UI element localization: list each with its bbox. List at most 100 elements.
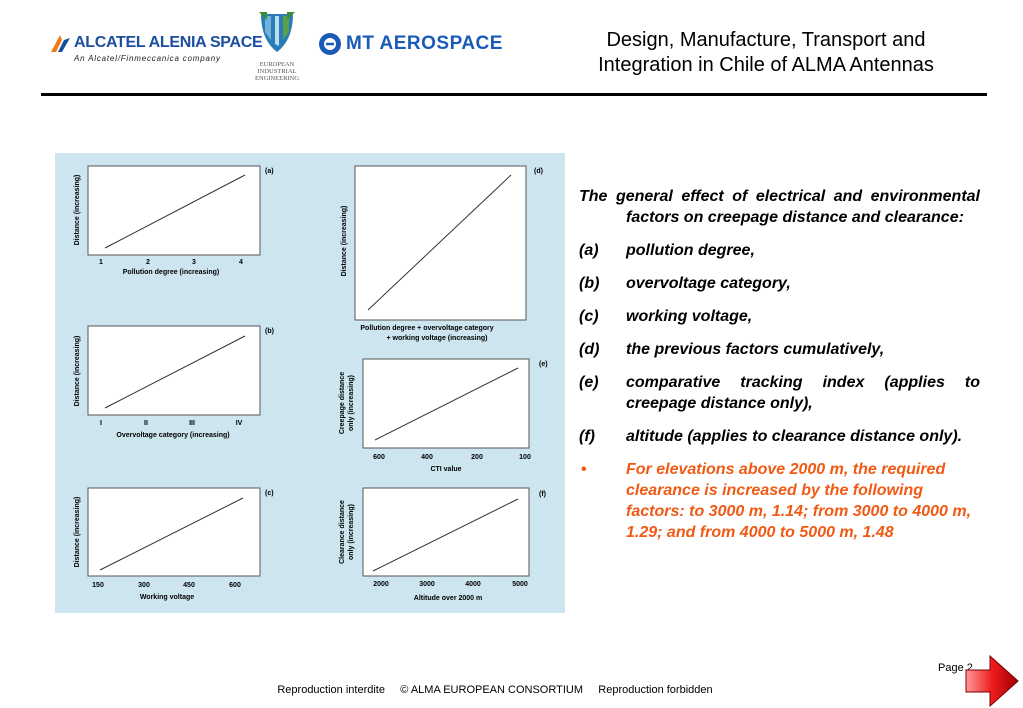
mt-aerospace-emblem-icon	[319, 33, 341, 55]
factor-label-d: (d)	[579, 341, 600, 358]
panel-e-tick-4: 100	[519, 454, 531, 461]
slide-title-line2: Integration in Chile of ALMA Antennas	[598, 54, 934, 76]
creepage-clearance-figure: (a) Distance (increasing) 1 2 3 4 Pollut…	[55, 153, 565, 613]
elevation-note-text: For elevations above 2000 m, the require…	[626, 461, 972, 541]
factor-item-b: (b) overvoltage category,	[579, 273, 980, 294]
panel-e-plot-area	[362, 358, 530, 449]
header-divider	[41, 93, 987, 96]
factor-label-a: (a)	[579, 242, 599, 259]
panel-b-plot-area	[87, 325, 261, 416]
alcatel-logo-tagline: An Alcatel/Finmeccanica company	[74, 54, 221, 63]
panel-b: (b) Distance (increasing) I II III IV Ov…	[74, 325, 274, 439]
factor-item-e: (e) comparative tracking index (applies …	[579, 372, 980, 414]
factor-label-b: (b)	[579, 275, 600, 292]
alcatel-alenia-space-logo: ALCATEL ALENIA SPACE An Alcatel/Finmecca…	[48, 30, 263, 70]
slide-title-line1: Design, Manufacture, Transport and	[606, 29, 926, 51]
panel-c-tick-1: 150	[92, 582, 104, 589]
footer-line: Reproduction interdite © ALMA EUROPEAN C…	[0, 684, 990, 696]
factor-text-d: the previous factors cumulatively,	[626, 341, 885, 358]
factor-text-f: altitude (applies to clearance distance …	[626, 428, 963, 445]
mt-aerospace-logo: MT AEROSPACE	[318, 31, 518, 57]
panel-c-xlabel: Working voltage	[140, 594, 194, 601]
panel-e-tick-2: 400	[421, 454, 433, 461]
panel-d-tag: (d)	[534, 168, 543, 175]
eie-logo-line1: EUROPEAN	[259, 61, 295, 68]
factor-item-f: (f) altitude (applies to clearance dista…	[579, 426, 980, 447]
panel-b-tick-2: II	[144, 420, 148, 427]
factor-item-a: (a) pollution degree,	[579, 240, 980, 261]
footer-copyright: © ALMA EUROPEAN CONSORTIUM	[400, 684, 583, 696]
panel-b-tick-4: IV	[236, 420, 243, 427]
panel-f-xlabel: Altitude over 2000 m	[414, 595, 482, 602]
factor-text-a: pollution degree,	[626, 242, 755, 259]
next-page-arrow-icon[interactable]	[960, 654, 1020, 708]
panel-b-ylabel: Distance (increasing)	[74, 336, 81, 407]
panel-e-ylabel-line2: only (increasing)	[348, 375, 355, 431]
panel-b-tick-1: I	[100, 420, 102, 427]
panel-f-trend-line	[372, 498, 519, 572]
panel-f-tag: (f)	[539, 491, 546, 498]
panel-a-tick-2: 2	[146, 259, 150, 266]
panel-a-trend-line	[104, 174, 246, 249]
panel-f-tick-1: 2000	[373, 581, 389, 588]
panel-a-ylabel: Distance (increasing)	[74, 175, 81, 246]
panel-e-trend-line	[374, 367, 519, 441]
panel-a-tick-3: 3	[192, 259, 196, 266]
factor-item-c: (c) working voltage,	[579, 306, 980, 327]
factor-item-d: (d) the previous factors cumulatively,	[579, 339, 980, 360]
panel-c: (c) Distance (increasing) 150 300 450 60…	[74, 487, 274, 601]
panel-e-tag: (e)	[539, 361, 548, 368]
factor-label-e: (e)	[579, 374, 599, 391]
panel-f-tick-3: 4000	[465, 581, 481, 588]
panel-c-ylabel: Distance (increasing)	[74, 497, 81, 568]
panel-c-tick-4: 600	[229, 582, 241, 589]
panel-e-tick-1: 600	[373, 454, 385, 461]
panel-a: (a) Distance (increasing) 1 2 3 4 Pollut…	[74, 165, 274, 276]
factor-text-e: comparative tracking index (applies to c…	[626, 374, 980, 412]
panel-c-tick-3: 450	[183, 582, 195, 589]
panel-e: (e) Creepage distance only (increasing) …	[339, 358, 548, 473]
eie-logo-line2: INDUSTRIAL	[257, 68, 297, 75]
eie-emblem-icon	[259, 12, 295, 52]
factor-text-b: overvoltage category,	[626, 275, 791, 292]
alcatel-logo-name: ALCATEL ALENIA SPACE	[74, 34, 263, 51]
slide-title: Design, Manufacture, Transport and Integ…	[548, 28, 984, 78]
panel-b-tick-3: III	[189, 420, 195, 427]
panel-a-tick-1: 1	[99, 259, 103, 266]
panel-a-xlabel: Pollution degree (increasing)	[123, 269, 219, 276]
mt-aerospace-logo-name: MT AEROSPACE	[346, 33, 503, 54]
panel-a-tick-4: 4	[239, 259, 243, 266]
panel-e-xlabel: CTI value	[430, 466, 461, 473]
panel-a-tag: (a)	[265, 168, 274, 175]
panel-d-ylabel: Distance (increasing)	[341, 206, 348, 277]
alcatel-swirl-icon	[51, 35, 70, 52]
panel-f-tick-4: 5000	[512, 581, 528, 588]
panel-c-tag: (c)	[265, 490, 274, 497]
elevation-note: • For elevations above 2000 m, the requi…	[579, 459, 980, 543]
panel-e-ylabel-line1: Creepage distance	[339, 372, 346, 434]
panel-a-plot-area	[87, 165, 261, 256]
panel-d-xlabel-line2: + working voltage (increasing)	[387, 335, 488, 342]
panel-d-plot-area	[354, 165, 527, 321]
bullet-marker: •	[581, 461, 587, 478]
panel-e-tick-3: 200	[471, 454, 483, 461]
panel-b-tag: (b)	[265, 328, 274, 335]
intro-paragraph: The general effect of electrical and env…	[579, 188, 980, 226]
panel-f: (f) Clearance distance only (increasing)…	[339, 487, 546, 602]
panel-f-plot-area	[362, 487, 530, 577]
footer-left: Reproduction interdite	[277, 684, 385, 696]
panel-c-tick-2: 300	[138, 582, 150, 589]
factor-label-c: (c)	[579, 308, 599, 325]
panel-f-tick-2: 3000	[419, 581, 435, 588]
panel-b-trend-line	[104, 335, 246, 409]
factor-label-f: (f)	[579, 428, 595, 445]
footer-right: Reproduction forbidden	[598, 684, 713, 696]
panel-b-xlabel: Overvoltage category (increasing)	[116, 432, 229, 439]
panel-c-trend-line	[99, 497, 244, 571]
page-number: Page 2	[938, 662, 973, 674]
eie-logo-line3: ENGINEERING	[254, 75, 300, 82]
european-industrial-engineering-logo: EUROPEAN INDUSTRIAL ENGINEERING	[250, 10, 304, 82]
panel-d-xlabel-line1: Pollution degree + overvoltage category	[360, 325, 493, 332]
panel-d-trend-line	[367, 174, 512, 311]
panel-f-ylabel-line1: Clearance distance	[339, 500, 346, 564]
